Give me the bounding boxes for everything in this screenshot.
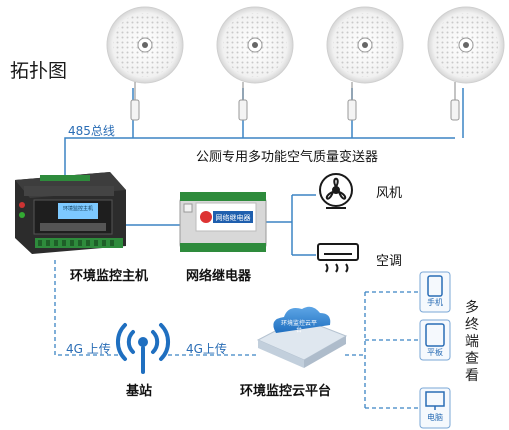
sensor-unit-4 <box>427 6 505 121</box>
base-station-icon <box>115 323 171 374</box>
cloud-label: 环境监控云平台 <box>240 384 332 399</box>
diagram-title: 拓扑图 <box>10 60 68 82</box>
tablet-icon <box>419 319 451 361</box>
terminals-label: 多终端查看 <box>465 300 479 384</box>
air-conditioner-icon <box>317 243 359 273</box>
wireless-links <box>54 260 420 409</box>
network-relay-device <box>179 192 267 252</box>
device-label-computer: 电脑 <box>427 413 443 422</box>
device-label-tablet: 平板 <box>427 348 443 357</box>
station-label: 基站 <box>126 384 153 399</box>
host-label: 环境监控主机 <box>70 269 149 284</box>
relay-screen-text: 网络继电器 <box>215 214 251 222</box>
link2-label: 4G上传 <box>186 342 227 356</box>
fan-label: 风机 <box>376 186 403 201</box>
monitoring-host-device <box>15 172 126 254</box>
bus-label: 485总线 <box>68 124 115 138</box>
sensor-unit-2 <box>216 6 294 121</box>
computer-icon <box>419 387 451 429</box>
ac-label: 空调 <box>376 254 403 269</box>
device-label-phone: 手机 <box>427 298 443 307</box>
sensor-label: 公厕专用多功能空气质量变送器 <box>196 150 379 165</box>
bus-lines <box>64 88 464 256</box>
fan-icon <box>319 173 353 209</box>
host-screen-text: 环境监控主机 <box>62 206 93 212</box>
cloud-platform-icon <box>256 306 348 368</box>
sensor-unit-1 <box>106 6 184 121</box>
relay-label: 网络继电器 <box>186 269 252 284</box>
link1-label: 4G 上传 <box>66 342 111 356</box>
cloud-icon-text: 环境监控云平台 <box>280 320 317 334</box>
phone-icon <box>419 271 451 313</box>
sensor-unit-3 <box>326 6 404 121</box>
